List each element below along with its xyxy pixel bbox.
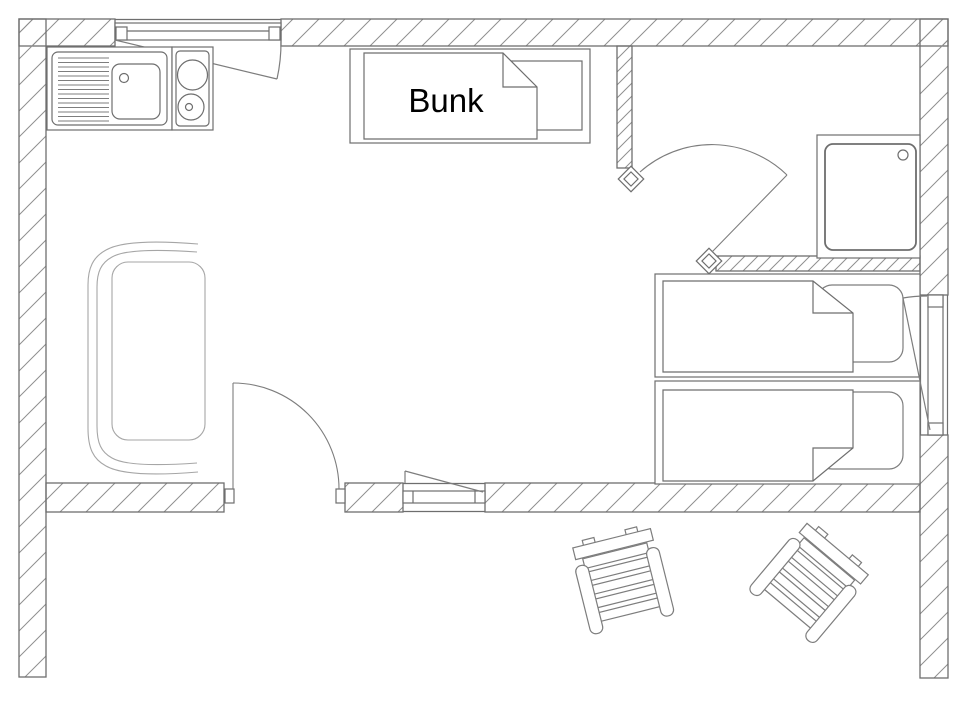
bath-door-jamb-top — [617, 165, 645, 193]
bed1-blanket — [662, 280, 854, 373]
wall-top-right — [280, 18, 949, 47]
wall-right-upper — [919, 18, 949, 296]
twin-bed-1 — [654, 273, 921, 378]
wall-bathroom-partition — [616, 45, 633, 169]
bathroom-door-leaf — [711, 174, 788, 253]
sofa-seat — [111, 261, 206, 441]
bunk-bed-blanket-fold — [502, 53, 537, 88]
sink-basin — [111, 63, 161, 120]
window-bottom-open-leaf — [404, 470, 484, 493]
twin-bed-2 — [654, 380, 921, 485]
door-jambs — [224, 488, 346, 504]
bunk-label: Bunk — [408, 82, 484, 119]
bunk-bed-blanket — [363, 52, 538, 140]
window-right — [902, 294, 944, 436]
sink-tap — [118, 72, 130, 84]
wall-bottom-left-segment — [45, 482, 225, 513]
bathroom-door — [639, 144, 788, 253]
walls — [18, 18, 949, 679]
window-right-open-leaf — [902, 297, 931, 431]
stove-burner-large — [176, 59, 209, 91]
bed2-blanket — [662, 389, 854, 482]
bed2-blanket-fold — [812, 447, 853, 481]
wall-left — [18, 18, 47, 678]
wall-right-lower — [919, 434, 949, 679]
window-right-swing-arc — [902, 295, 928, 299]
bunk-bed — [349, 48, 591, 144]
entry-door-jamb-right — [335, 488, 346, 504]
sofa-inner-outline — [96, 249, 198, 466]
entry-door-swing-arc — [232, 382, 340, 490]
bathroom-door-swing-arc — [639, 144, 788, 176]
window-top-swing-arc — [276, 40, 282, 80]
bed1-blanket-fold — [812, 281, 853, 314]
entry-door — [232, 382, 340, 490]
kitchen-unit — [46, 46, 214, 131]
sofa — [87, 241, 206, 475]
shower — [816, 134, 921, 259]
entry-door-jamb-left — [224, 488, 235, 504]
sink-drainer-lines — [58, 57, 109, 122]
deck-chair-2 — [746, 516, 875, 646]
shower-drain — [897, 149, 909, 161]
shower-tray-inner — [824, 143, 917, 251]
wall-bottom-mid-segment — [344, 482, 404, 513]
deck-chair-1 — [568, 522, 676, 636]
stove-burner-knob — [184, 102, 194, 112]
wall-bottom-right-segment — [484, 482, 921, 513]
sofa-outer-outline — [87, 241, 199, 475]
window-bottom — [402, 470, 486, 504]
